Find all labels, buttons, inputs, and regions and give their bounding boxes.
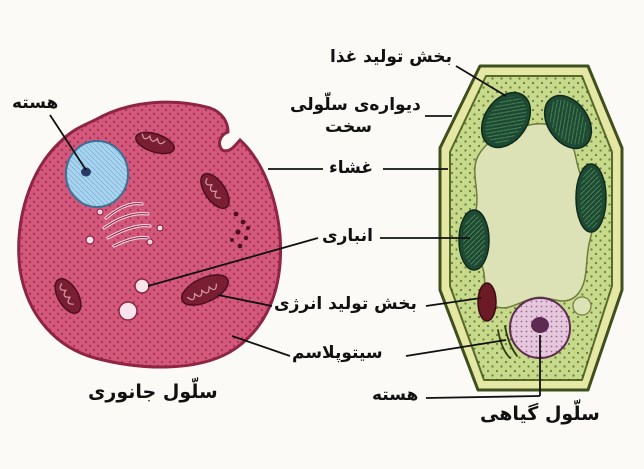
title-animal-cell: سلّول جانوری [88,382,218,403]
plant-cell [440,66,622,390]
label-nucleus-animal: هسته [12,94,58,113]
plant-mitochondrion [478,283,496,321]
label-cell-wall-line1: دیواره‌ی سلّولی [290,96,421,115]
label-membrane: غشاء [329,159,373,178]
vacuole-small [135,279,149,293]
title-plant-cell: سلّول گیاهی [480,404,600,425]
label-vacuole: انباری [322,227,373,246]
animal-nucleus [66,141,128,207]
label-cell-wall-line2: سخت [325,118,372,137]
label-energy-production: بخش تولید انرژی [274,295,417,314]
label-food-production: بخش تولید غذا [330,48,452,67]
plant-vacuole [474,124,593,308]
label-nucleus-plant: هسته [372,386,418,405]
label-cytoplasm: سیتوپلاسم [292,344,383,363]
animal-cell [19,102,281,367]
